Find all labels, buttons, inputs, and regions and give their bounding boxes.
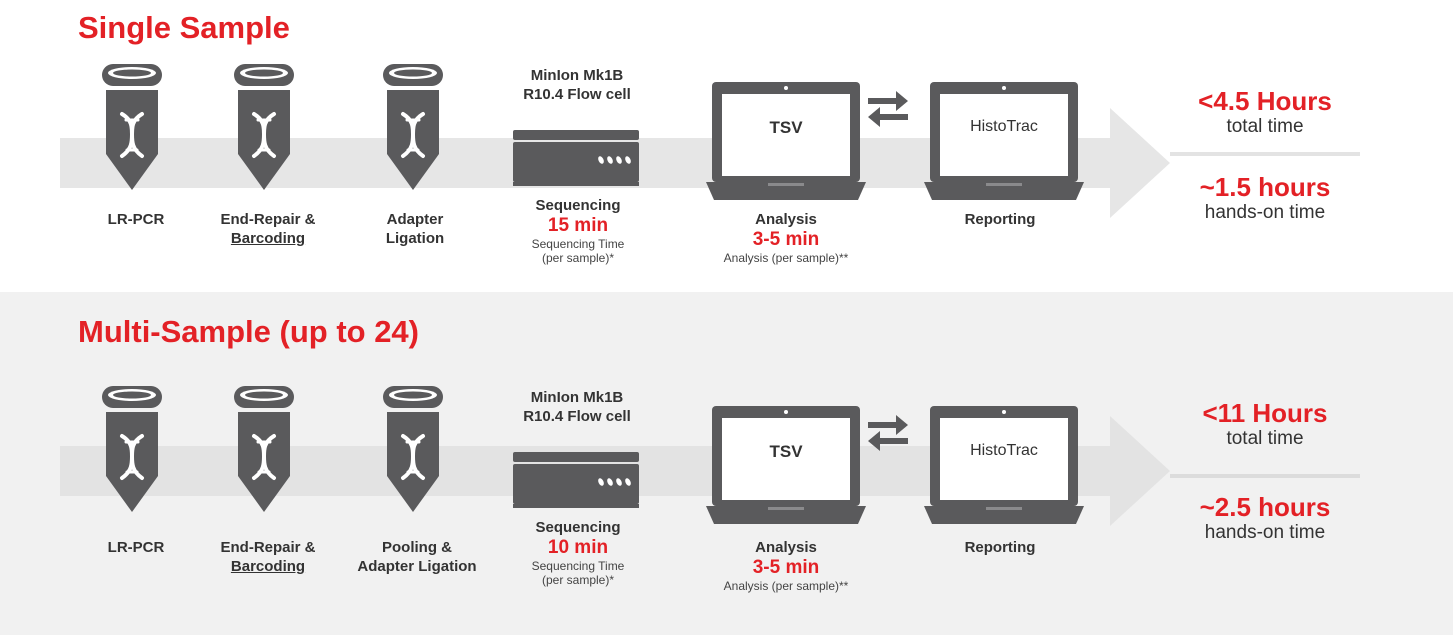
- total-time-value: <11 Hours: [1202, 398, 1328, 428]
- step-label-lr-pcr: LR-PCR: [107, 539, 165, 556]
- hands-on-time-block: ~2.5 hours hands-on time: [1170, 492, 1360, 544]
- total-time-value: <4.5 Hours: [1198, 86, 1332, 116]
- histotrac-screen-text: HistoTrac: [970, 118, 1038, 135]
- time-divider: [1170, 152, 1360, 156]
- hands-on-time-block: ~1.5 hours hands-on time: [1170, 172, 1360, 224]
- lr-pcr-tube-icon: [100, 386, 164, 514]
- sequencing-label: Sequencing 15 min Sequencing Time (per s…: [531, 197, 625, 265]
- hands-on-time-value: ~1.5 hours: [1199, 172, 1331, 202]
- swap-arrows-icon: [866, 88, 910, 130]
- hands-on-time-label: hands-on time: [1204, 202, 1326, 223]
- tsv-screen-text: TSV: [769, 442, 803, 461]
- total-time-label: total time: [1226, 428, 1304, 449]
- adapter-ligation-tube-icon: [381, 64, 445, 192]
- single-sample-title: Single Sample: [78, 10, 290, 45]
- tsv-laptop-icon: TSV: [706, 82, 866, 200]
- step-label-adapter-ligation: Adapter Ligation: [385, 211, 445, 247]
- device-label: MinIon Mk1B R10.4 Flow cell: [523, 389, 631, 425]
- single-sample-panel: Single Sample LR-PCR End-Repair & Barcod…: [0, 0, 1453, 292]
- minion-device-icon: [513, 130, 639, 186]
- tsv-screen-text: TSV: [769, 118, 803, 137]
- reporting-label: Reporting: [964, 539, 1036, 556]
- device-label: MinIon Mk1B R10.4 Flow cell: [523, 67, 631, 103]
- pooling-adapter-ligation-tube-icon: [381, 386, 445, 514]
- multi-sample-panel: Multi-Sample (up to 24) LR-PCR End-Repai…: [0, 292, 1453, 635]
- analysis-label: Analysis 3-5 min Analysis (per sample)**: [723, 211, 849, 265]
- sequencing-label: Sequencing 10 min Sequencing Time (per s…: [531, 519, 625, 587]
- minion-device-icon: [513, 452, 639, 508]
- tsv-laptop-icon: TSV: [706, 406, 866, 524]
- hands-on-time-label: hands-on time: [1204, 522, 1326, 543]
- total-time-label: total time: [1226, 116, 1304, 137]
- total-time-block: <11 Hours total time: [1170, 398, 1360, 450]
- multi-sample-title: Multi-Sample (up to 24): [78, 314, 419, 349]
- total-time-block: <4.5 Hours total time: [1170, 86, 1360, 138]
- histotrac-laptop-icon: HistoTrac: [924, 82, 1084, 200]
- hands-on-time-value: ~2.5 hours: [1199, 492, 1331, 522]
- step-label-end-repair: End-Repair & Barcoding: [220, 539, 316, 575]
- step-label-pooling-adapter-ligation: Pooling & Adapter Ligation: [357, 539, 477, 575]
- time-divider: [1170, 474, 1360, 478]
- analysis-label: Analysis 3-5 min Analysis (per sample)**: [723, 539, 849, 593]
- swap-arrows-icon: [866, 412, 910, 454]
- step-label-end-repair: End-Repair & Barcoding: [220, 211, 316, 247]
- reporting-label: Reporting: [964, 211, 1036, 228]
- histotrac-screen-text: HistoTrac: [970, 442, 1038, 459]
- lr-pcr-tube-icon: [100, 64, 164, 192]
- end-repair-tube-icon: [232, 386, 296, 514]
- histotrac-laptop-icon: HistoTrac: [924, 406, 1084, 524]
- end-repair-tube-icon: [232, 64, 296, 192]
- step-label-lr-pcr: LR-PCR: [107, 211, 165, 228]
